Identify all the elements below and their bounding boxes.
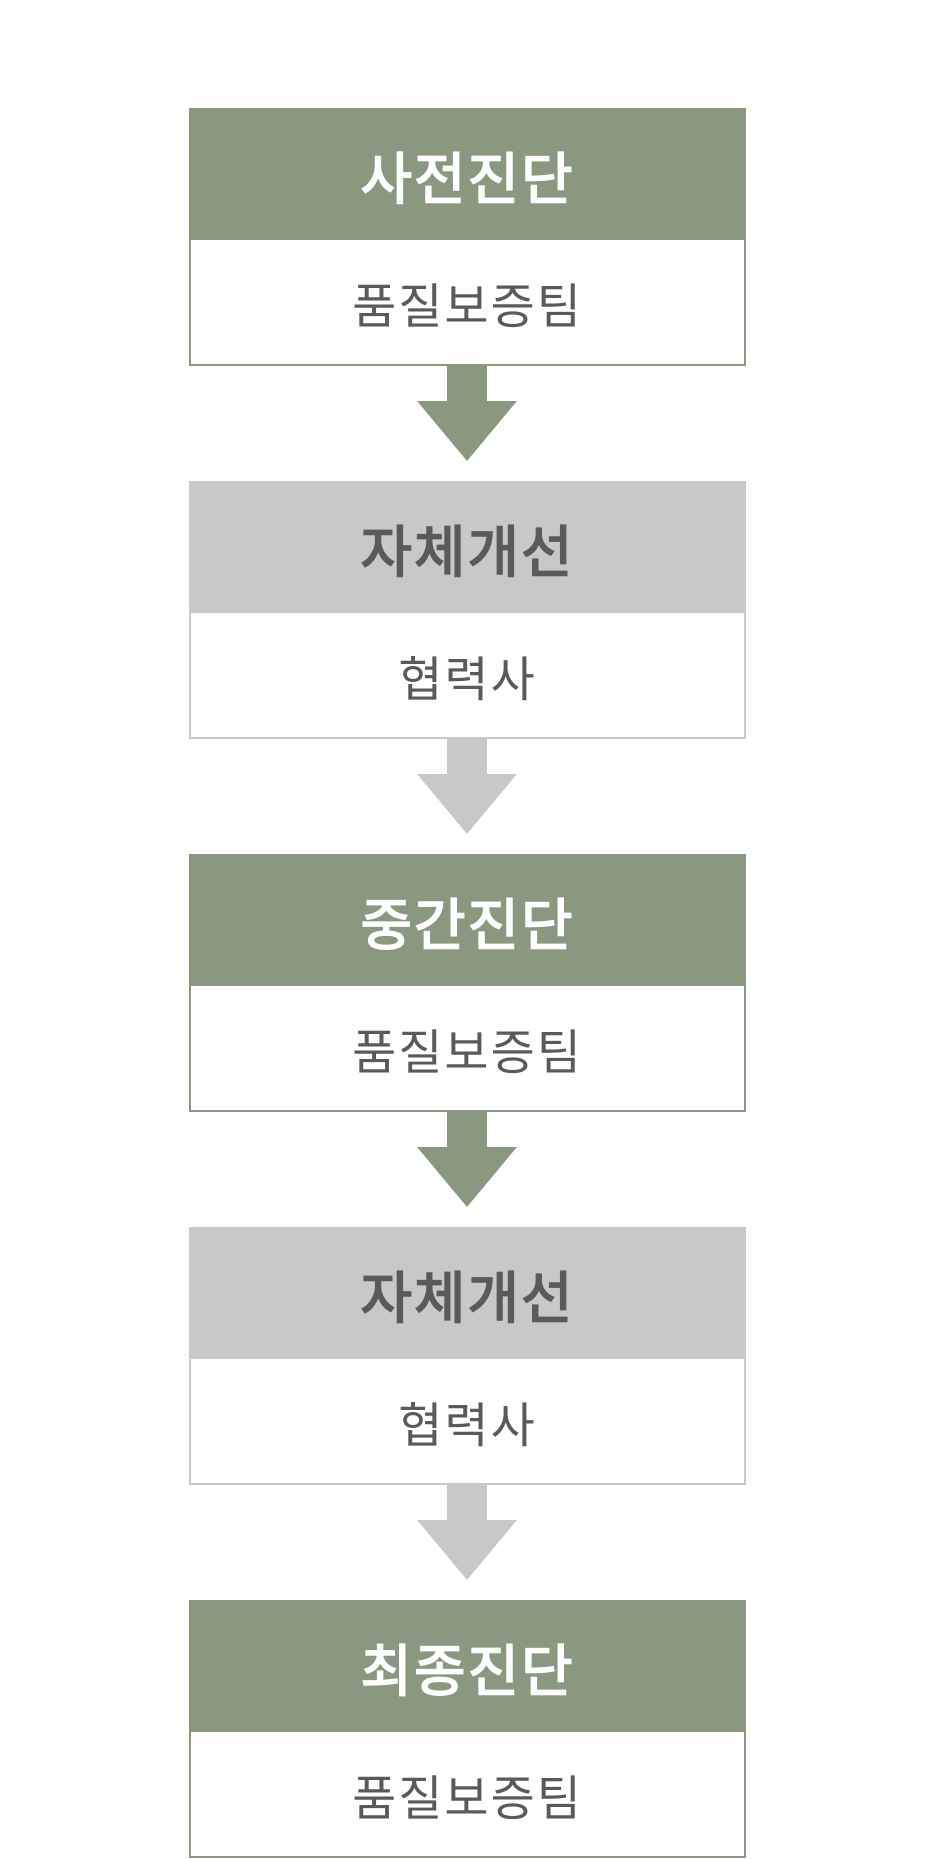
stage-owner: 협력사 [398,1398,537,1454]
down-arrow-icon [189,366,746,481]
stage-owner: 품질보증팀 [352,1025,583,1081]
stage-owner: 협력사 [398,652,537,708]
stage-title: 최종진단 [191,1602,744,1732]
stage-title: 사전진단 [191,110,744,240]
stage-pre-diagnosis: 사전진단 품질보증팀 [189,108,746,366]
stage-title: 중간진단 [191,856,744,986]
process-flow: 사전진단 품질보증팀 자체개선 협력사 중간진단 품질보증팀 자체개선 협력사 … [189,108,746,1858]
stage-final-diagnosis: 최종진단 품질보증팀 [189,1600,746,1858]
stage-mid-diagnosis: 중간진단 품질보증팀 [189,854,746,1112]
stage-title: 자체개선 [191,483,744,613]
down-arrow-icon [189,1485,746,1600]
down-arrow-icon [189,739,746,854]
stage-owner: 품질보증팀 [352,1771,583,1827]
stage-self-improvement-2: 자체개선 협력사 [189,1227,746,1485]
stage-self-improvement: 자체개선 협력사 [189,481,746,739]
stage-owner: 품질보증팀 [352,279,583,335]
down-arrow-icon [189,1112,746,1227]
stage-title: 자체개선 [191,1229,744,1359]
